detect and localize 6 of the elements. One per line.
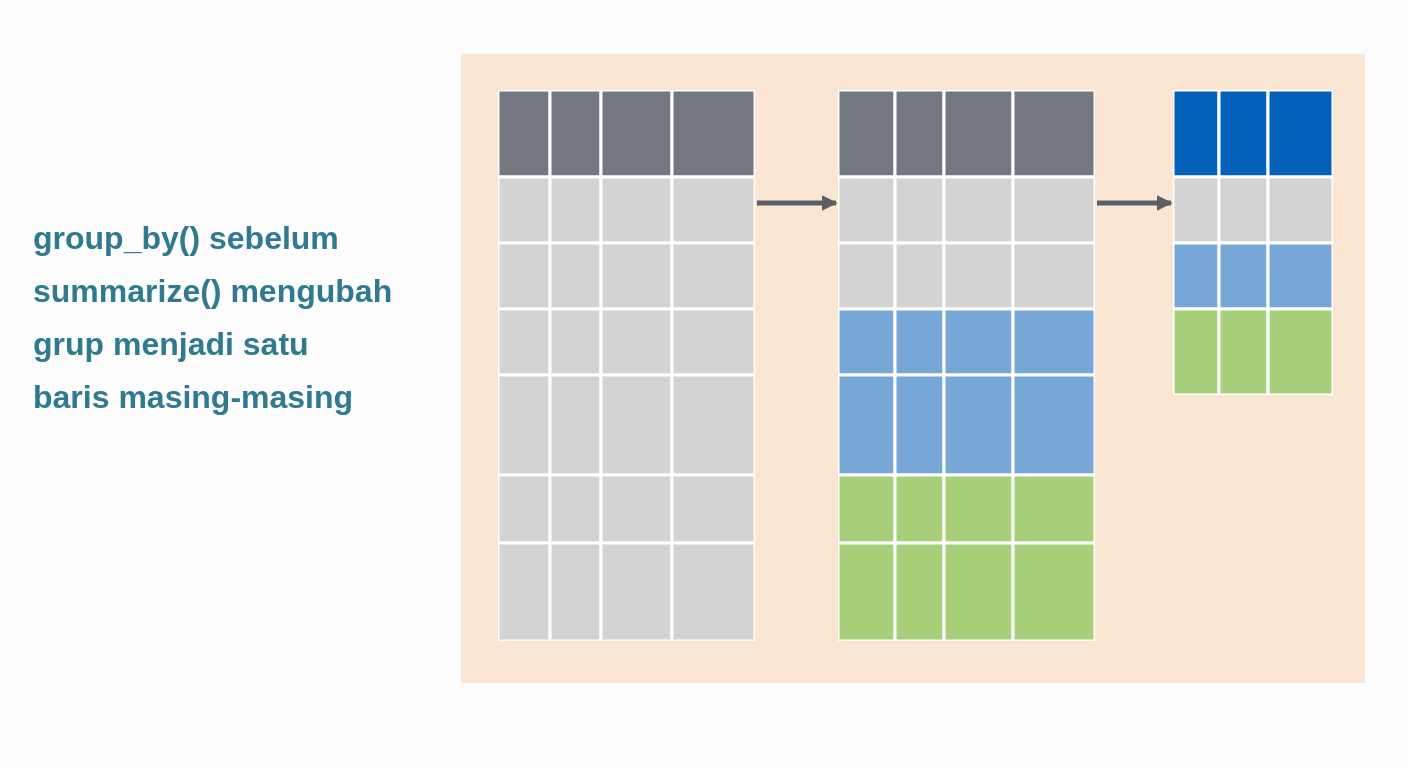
data-table xyxy=(1173,90,1333,395)
arrow xyxy=(757,195,838,211)
caption-text: group_by() sebelum summarize() mengubah grup menjadi satu baris masing-masing xyxy=(33,219,393,417)
arrow xyxy=(1097,195,1173,211)
data-table xyxy=(498,90,755,641)
data-table xyxy=(838,90,1095,641)
